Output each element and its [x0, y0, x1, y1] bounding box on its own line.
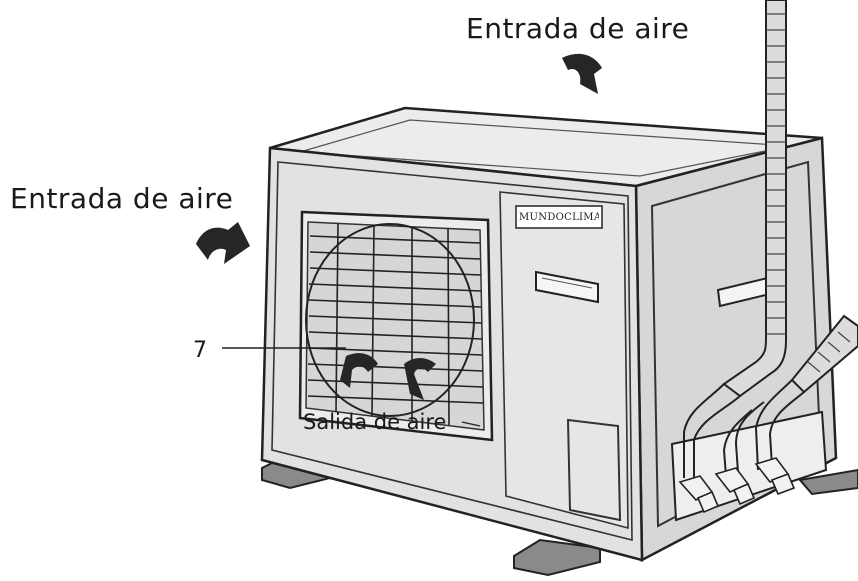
outlet-label-line: [461, 421, 481, 427]
brand-plate: [515, 205, 603, 229]
air-inlet-arrow-left: [196, 222, 250, 264]
air-outlet-label: Salida de aire: [303, 410, 447, 434]
air-inlet-label-left: Entrada de aire: [10, 182, 234, 215]
air-inlet-arrow-top: [562, 53, 602, 94]
fan-circle: [305, 223, 475, 417]
air-outlet-arrows: [340, 353, 436, 400]
diagonal-pipe: [790, 314, 858, 394]
brand-name: MUNDOCLIMA: [519, 212, 599, 223]
service-panel: [499, 191, 629, 530]
valve-pipes: [683, 379, 805, 480]
air-inlet-label-top: Entrada de aire: [466, 12, 690, 45]
callout-number: 7: [193, 338, 207, 363]
grille-bars: [307, 223, 484, 426]
service-valves: [678, 457, 796, 514]
